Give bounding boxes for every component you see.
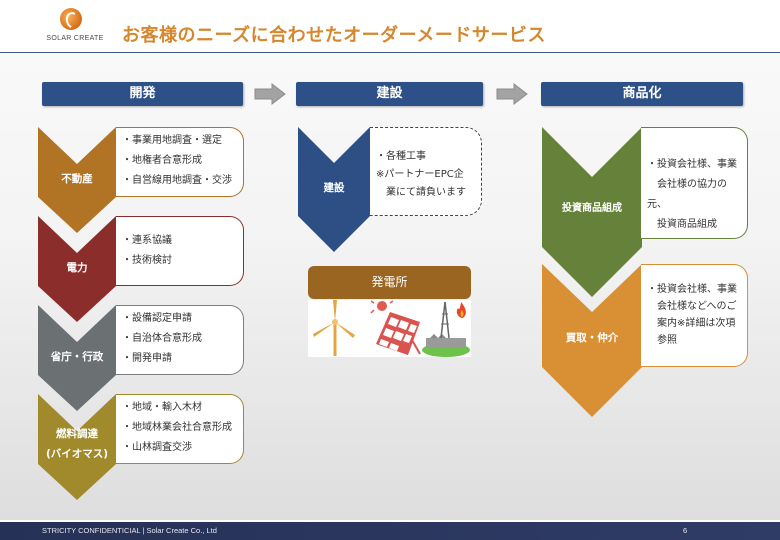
detail-item: ・山林調査交渉	[122, 442, 192, 453]
detail-item: ・各種工事	[376, 151, 426, 162]
page-title: お客様のニーズに合わせたオーダーメードサービス	[122, 25, 546, 46]
detail-item: ・自営線用地調査・交渉	[122, 175, 232, 186]
chevron-label-government: 省庁・行政	[50, 351, 104, 363]
detail-box-fuel: ・地域・輸入木材 ・地域林業会社合意形成 ・山林調査交渉	[116, 394, 244, 464]
company-logo: SOLAR CREATE	[40, 8, 110, 48]
detail-item: 参照	[647, 335, 677, 346]
power-plant-label: 発電所	[308, 266, 471, 299]
chevron-real-estate	[38, 127, 116, 233]
detail-item: ・技術検討	[122, 255, 172, 266]
page-number: 6	[683, 526, 688, 535]
chevron-government	[38, 305, 116, 411]
detail-item: 業にて請負います	[376, 187, 466, 198]
power-plant-icon	[422, 301, 470, 357]
chevron-label-fuel-line1: 燃料調達	[56, 428, 98, 440]
detail-item: ・事業用地調査・選定	[122, 135, 222, 146]
detail-item: ・自治体合意形成	[122, 333, 202, 344]
chevron-label-fuel: 燃料調達 (バイオマス)	[38, 425, 116, 465]
power-plant-illustration	[308, 300, 471, 357]
wind-turbine-icon	[313, 300, 355, 356]
chevron-label-investment-product: 投資商品組成	[562, 203, 622, 214]
header: SOLAR CREATE お客様のニーズに合わせたオーダーメードサービス	[0, 0, 780, 53]
detail-item: ・投資会社様、事業	[647, 284, 737, 295]
sun-icon	[370, 300, 394, 314]
solar-panel-icon	[376, 312, 421, 355]
phase-development: 開発	[42, 82, 243, 106]
detail-box-real-estate: ・事業用地調査・選定 ・地権者合意形成 ・自営線用地調査・交渉	[116, 127, 244, 197]
arrow-right-icon	[496, 83, 528, 105]
chevron-power	[38, 216, 116, 322]
detail-item: 投資商品組成	[647, 219, 717, 230]
chevron-label-fuel-line2: (バイオマス)	[45, 447, 109, 460]
logo-mark-icon	[60, 8, 82, 30]
chevron-label-construction: 建設	[323, 182, 345, 194]
footer-confidential-text: STRICITY CONFIDENTICIAL | Solar Create C…	[42, 526, 217, 535]
footer: STRICITY CONFIDENTICIAL | Solar Create C…	[0, 520, 780, 540]
detail-item: ・地権者合意形成	[122, 155, 202, 166]
detail-item: ・地域林業会社合意形成	[122, 422, 232, 433]
detail-box-construction: ・各種工事 ※パートナーEPC企 業にて請負います	[370, 127, 482, 216]
detail-item: 会社様などへのご	[647, 301, 737, 312]
chevron-investment-product	[542, 127, 642, 297]
detail-box-power: ・連系協議 ・技術検討	[116, 216, 244, 286]
logo-text: SOLAR CREATE	[46, 35, 104, 42]
chevron-purchase-brokerage	[542, 264, 642, 417]
phase-commercialization: 商品化	[541, 82, 743, 106]
chevron-fuel	[38, 394, 116, 500]
detail-box-government: ・設備認定申請 ・自治体合意形成 ・開発申請	[116, 305, 244, 375]
arrow-right-icon	[254, 83, 286, 105]
detail-item: ・連系協議	[122, 235, 172, 246]
detail-item: ・投資会社様、事業	[647, 159, 737, 170]
chevron-construction	[298, 127, 370, 252]
detail-box-purchase-brokerage: ・投資会社様、事業 会社様などへのご 案内※詳細は次項 参照	[641, 264, 748, 367]
detail-item: ・開発申請	[122, 353, 172, 364]
chevron-label-power: 電力	[66, 262, 88, 274]
detail-box-investment-product: ・投資会社様、事業 会社様の協力の元、 投資商品組成	[641, 127, 748, 239]
detail-item: ・設備認定申請	[122, 313, 192, 324]
chevron-label-real-estate: 不動産	[61, 173, 93, 185]
detail-item: ※パートナーEPC企	[376, 169, 464, 180]
phase-construction: 建設	[296, 82, 483, 106]
detail-item: 案内※詳細は次項	[647, 318, 736, 329]
detail-item: ・地域・輸入木材	[122, 402, 202, 413]
detail-item: 会社様の協力の元、	[647, 179, 727, 210]
chevron-label-purchase-brokerage: 買取・仲介	[565, 332, 619, 344]
